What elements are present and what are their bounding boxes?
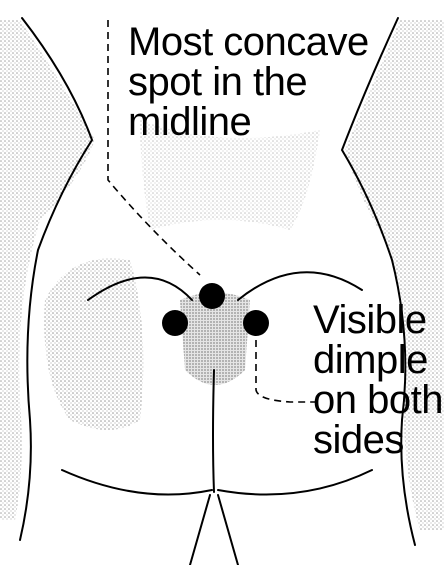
midline-annotation: Most concave spot in the midline	[128, 22, 369, 142]
gluteal-cleft	[213, 370, 214, 492]
dimple-annotation-line-2: dimple	[313, 340, 443, 380]
dimple-annotation-line-1: Visible	[313, 300, 443, 340]
right-buttock-curve	[238, 272, 362, 300]
midline-dot	[199, 283, 225, 309]
dimple-annotation-line-3: on both	[313, 380, 443, 420]
left-buttock-shading	[44, 258, 143, 430]
dimple-annotation-line-4: sides	[313, 420, 443, 460]
left-thigh-line	[190, 495, 210, 565]
lower-right-buttock-curve	[218, 470, 372, 495]
midline-annotation-line-2: spot in the	[128, 62, 369, 102]
right-thigh-line	[218, 495, 238, 565]
dimple-annotation: Visible dimple on both sides	[313, 300, 443, 460]
left-dimple-dot	[162, 310, 188, 336]
midline-annotation-line-3: midline	[128, 102, 369, 142]
lower-left-buttock-curve	[62, 470, 212, 495]
right-dimple-dot	[243, 310, 269, 336]
side-leader-line	[256, 340, 318, 402]
midline-annotation-line-1: Most concave	[128, 22, 369, 62]
